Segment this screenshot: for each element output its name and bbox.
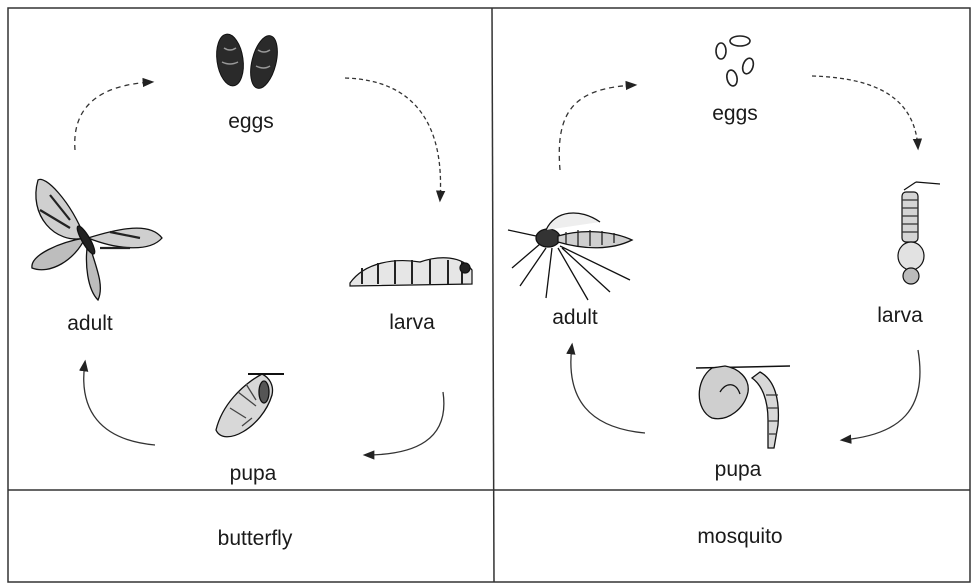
mosquito-eggs-label: eggs: [712, 102, 758, 125]
butterfly-caption: butterfly: [218, 527, 293, 550]
arrow-eggs-to-larva: [345, 78, 441, 200]
arrow-pupa-to-adult: [84, 362, 155, 445]
arrow-pupa-to-adult: [571, 345, 645, 433]
mosquito-caption: mosquito: [697, 525, 782, 548]
arrow-eggs-to-larva: [812, 76, 918, 148]
chrysalis-illustration: [216, 374, 284, 437]
table-frame: [8, 8, 970, 582]
butterfly-pupa-label: pupa: [230, 462, 277, 485]
butterfly-larva-label: larva: [389, 311, 435, 334]
mosquito-pupa-illustration: [696, 366, 790, 448]
arrow-adult-to-eggs: [75, 82, 152, 150]
arrow-adult-to-eggs: [559, 85, 635, 170]
butterfly-adult-label: adult: [67, 312, 113, 335]
mosquito-pupa-label: pupa: [715, 458, 762, 481]
adult-butterfly-illustration: [32, 179, 162, 300]
mosquito-adult-label: adult: [552, 306, 598, 329]
mosquito-eggs-illustration: [716, 36, 755, 87]
caterpillar-illustration: [350, 258, 472, 286]
butterfly-eggs-label: eggs: [228, 110, 274, 133]
arrow-larva-to-pupa: [842, 350, 920, 440]
mosquito-larva-label: larva: [877, 304, 923, 327]
butterfly-eggs-illustration: [214, 32, 283, 91]
mosquito-larva-illustration: [898, 182, 940, 284]
arrow-larva-to-pupa: [365, 392, 444, 455]
adult-mosquito-illustration: [508, 213, 632, 300]
